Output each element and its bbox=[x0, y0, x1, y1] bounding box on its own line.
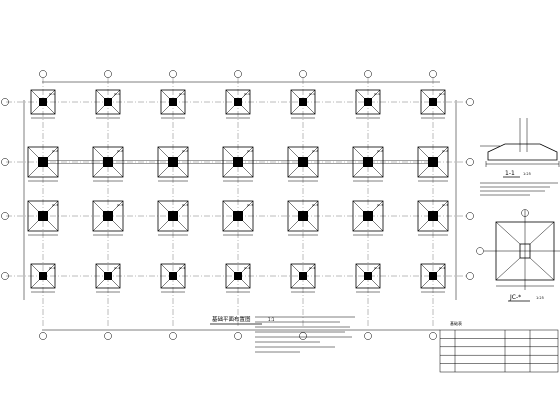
footing-tag: JC-3 bbox=[311, 203, 318, 207]
footing-tag: JC-1 bbox=[373, 92, 380, 96]
footing-tag: JC-2 bbox=[311, 149, 318, 153]
foundation-table: 基础表 bbox=[439, 320, 559, 373]
dimension-lines bbox=[23, 81, 457, 331]
footing-detail: JC-* 1:25 bbox=[476, 209, 560, 302]
axis-bubble bbox=[466, 158, 474, 166]
axis-bubble bbox=[1, 98, 9, 106]
footing: JC-2 bbox=[352, 146, 384, 182]
footing-tag: JC-4 bbox=[48, 266, 55, 270]
footing-tag: JC-2 bbox=[376, 149, 383, 153]
axis-bubble bbox=[169, 70, 177, 78]
footing: JC-4 bbox=[355, 263, 381, 293]
axis-bubble bbox=[429, 70, 437, 78]
axis-bubble bbox=[1, 272, 9, 280]
axis-bubble bbox=[466, 212, 474, 220]
footing-tag: JC-2 bbox=[441, 149, 448, 153]
footing-tag: JC-2 bbox=[116, 149, 123, 153]
footing-tag: JC-3 bbox=[181, 203, 188, 207]
notes-block bbox=[255, 316, 355, 353]
footing: JC-1 bbox=[355, 89, 381, 119]
footing: JC-4 bbox=[30, 263, 56, 293]
footing-tag: JC-3 bbox=[116, 203, 123, 207]
footing-tag: JC-4 bbox=[438, 266, 445, 270]
footing: JC-2 bbox=[222, 146, 254, 182]
footing-tag: JC-1 bbox=[308, 92, 315, 96]
footing-tag: JC-2 bbox=[51, 149, 58, 153]
table-title: 基础表 bbox=[450, 320, 462, 326]
footing-tag: JC-1 bbox=[243, 92, 250, 96]
detail-scale: 1:25 bbox=[536, 296, 544, 300]
footing-tag: JC-3 bbox=[246, 203, 253, 207]
footing: JC-3 bbox=[417, 200, 449, 236]
footing-array: JC-1 JC-1 JC-1 JC-1 JC-1 JC-1 JC-1JC-2 JC-2 JC-2… bbox=[27, 89, 449, 293]
foundation-plan: JC-1 JC-1 JC-1 JC-1 JC-1 JC-1 JC-1JC-2 JC-2 JC-2… bbox=[1, 70, 474, 353]
footing: JC-4 bbox=[95, 263, 121, 293]
axis-bubble bbox=[299, 70, 307, 78]
axis-bubble bbox=[39, 70, 47, 78]
footing-tag: JC-1 bbox=[113, 92, 120, 96]
detail-label: JC-* bbox=[509, 294, 521, 301]
axis-bubble bbox=[299, 332, 307, 340]
footing-tag: JC-1 bbox=[178, 92, 185, 96]
axis-bubble bbox=[234, 332, 242, 340]
axis-bubble bbox=[364, 332, 372, 340]
footing: JC-3 bbox=[27, 200, 59, 236]
axis-bubble bbox=[234, 70, 242, 78]
footing: JC-3 bbox=[92, 200, 124, 236]
footing: JC-3 bbox=[287, 200, 319, 236]
footing-tag: JC-4 bbox=[308, 266, 315, 270]
footing: JC-1 bbox=[225, 89, 251, 119]
section-scale: 1:25 bbox=[523, 172, 531, 176]
axis-bubble bbox=[169, 332, 177, 340]
footing: JC-3 bbox=[222, 200, 254, 236]
footing: JC-2 bbox=[27, 146, 59, 182]
footing: JC-3 bbox=[157, 200, 189, 236]
footing: JC-2 bbox=[417, 146, 449, 182]
footing-tag: JC-1 bbox=[438, 92, 445, 96]
footing: JC-1 bbox=[420, 89, 446, 119]
footing-tag: JC-4 bbox=[113, 266, 120, 270]
footing-tag: JC-4 bbox=[243, 266, 250, 270]
footing: JC-2 bbox=[287, 146, 319, 182]
axis-bubble bbox=[1, 158, 9, 166]
footing: JC-1 bbox=[30, 89, 56, 119]
axis-bubble bbox=[466, 98, 474, 106]
footing: JC-4 bbox=[160, 263, 186, 293]
axis-bubbles bbox=[1, 70, 474, 340]
section-label: 1-1 bbox=[505, 170, 515, 177]
footing-tag: JC-3 bbox=[376, 203, 383, 207]
footing: JC-4 bbox=[290, 263, 316, 293]
footing-tag: JC-4 bbox=[373, 266, 380, 270]
footing: JC-1 bbox=[290, 89, 316, 119]
footing: JC-4 bbox=[420, 263, 446, 293]
plan-scale: 1:1 bbox=[268, 317, 275, 322]
axis-bubble bbox=[364, 70, 372, 78]
footing-tag: JC-1 bbox=[48, 92, 55, 96]
footing-tag: JC-4 bbox=[178, 266, 185, 270]
axis-bubble bbox=[39, 332, 47, 340]
axis-bubble bbox=[429, 332, 437, 340]
footing: JC-4 bbox=[225, 263, 251, 293]
footing: JC-1 bbox=[160, 89, 186, 119]
footing-tag: JC-2 bbox=[246, 149, 253, 153]
axis-bubble bbox=[1, 212, 9, 220]
table-rows bbox=[440, 338, 558, 364]
plan-title: 基础平面布置图 bbox=[212, 315, 251, 323]
footing: JC-1 bbox=[95, 89, 121, 119]
axis-bubble bbox=[104, 332, 112, 340]
footing-tag: JC-3 bbox=[441, 203, 448, 207]
footing: JC-3 bbox=[352, 200, 384, 236]
footing-tag: JC-2 bbox=[181, 149, 188, 153]
axis-grid bbox=[6, 78, 466, 328]
footing: JC-2 bbox=[92, 146, 124, 182]
axis-bubble bbox=[466, 272, 474, 280]
footing-tag: JC-3 bbox=[51, 203, 58, 207]
axis-bubble bbox=[104, 70, 112, 78]
footing: JC-2 bbox=[157, 146, 189, 182]
section-1-1: 1-1 1:25 bbox=[480, 118, 560, 196]
